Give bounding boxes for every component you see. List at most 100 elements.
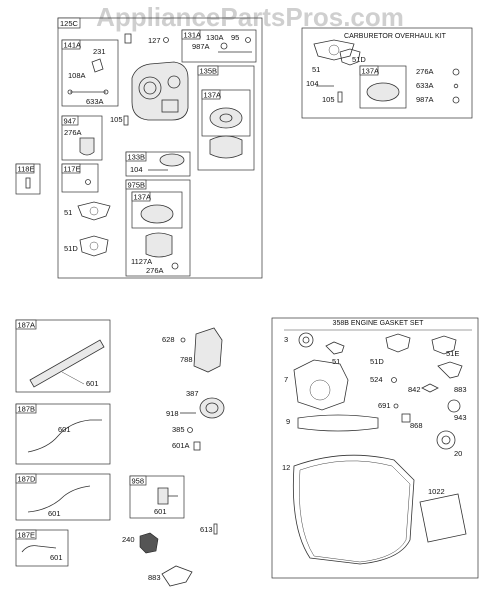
label-51D: 51D — [64, 244, 78, 253]
kit-tag-137A: 137A — [362, 67, 380, 76]
kit-label-633A: 633A — [416, 81, 434, 90]
label-601A: 601A — [172, 441, 190, 450]
label-633A: 633A — [86, 97, 104, 106]
float-part — [209, 107, 243, 129]
tag-137A-b: 137A — [134, 193, 152, 202]
tag-958: 958 — [132, 477, 145, 486]
label-385: 385 — [172, 425, 185, 434]
box-137A-975B — [131, 191, 183, 229]
gasket-1022-part — [419, 493, 467, 543]
valve-958-part — [157, 487, 169, 505]
box-187A — [15, 319, 111, 393]
gasket-label-868: 868 — [410, 421, 423, 430]
tag-187B: 187B — [18, 405, 36, 414]
tag-187E: 187E — [18, 531, 36, 540]
gasket-label-883: 883 — [454, 385, 467, 394]
breather-tubes: 187A 601 187B 601 187D 601 187E 601 — [15, 319, 111, 567]
kit-box-137A — [359, 65, 407, 109]
breather-parts: 628 788 387 918 385 601A 958 601 613 240… — [122, 327, 225, 587]
label-613: 613 — [200, 525, 213, 534]
kit-label-276A: 276A — [416, 67, 434, 76]
gasket-51D-part — [79, 235, 109, 257]
box-947 — [61, 115, 103, 161]
gasket-51E-part — [431, 335, 457, 355]
box-133B — [125, 151, 191, 177]
label-231: 231 — [93, 47, 106, 56]
tag-975B: 975B — [128, 181, 146, 190]
fuel-filter-240-part — [139, 532, 159, 554]
box-958 — [129, 475, 185, 519]
gasket-label-842: 842 — [408, 385, 421, 394]
tag-118E: 118E — [18, 165, 35, 174]
gasket-label-51E: 51E — [446, 349, 459, 358]
box-141A — [61, 39, 119, 107]
tag-135B: 135B — [200, 67, 218, 76]
gasket-label-524: 524 — [370, 375, 383, 384]
gasket-label-51D: 51D — [370, 357, 384, 366]
float-bowl-part — [209, 135, 243, 159]
label-987A: 987A — [192, 42, 210, 51]
label-601-c: 601 — [48, 509, 61, 518]
label-918: 918 — [166, 409, 179, 418]
label-127: 127 — [148, 36, 161, 45]
float-part-975B — [140, 204, 174, 224]
tag-125C-label: 125C — [60, 19, 79, 28]
overhaul-kit-frame — [301, 27, 473, 119]
box-187E — [15, 529, 69, 567]
kit-label-105: 105 — [322, 95, 335, 104]
carburetor-body-part — [131, 61, 189, 121]
bracket-788-part — [193, 327, 223, 373]
label-883: 883 — [148, 573, 161, 582]
gasket-label-51: 51 — [332, 357, 340, 366]
tag-187A: 187A — [18, 321, 36, 330]
gasket-label-1022: 1022 — [428, 487, 445, 496]
label-108A: 108A — [68, 71, 86, 80]
engine-gasket-set: 358B ENGINE GASKET SET 3 51 51D 51E 7 52… — [271, 317, 479, 579]
tag-137A-a: 137A — [204, 91, 222, 100]
seal-20-part — [436, 430, 456, 450]
seal-3-part — [298, 332, 314, 348]
gasket-label-3: 3 — [284, 335, 288, 344]
label-1127A: 1127A — [131, 257, 152, 266]
kit-label-51: 51 — [312, 65, 320, 74]
tag-141A: 141A — [64, 41, 82, 50]
carburetor-group: 125C 141A 231 108A 633A 127 131A 130A 98… — [57, 17, 263, 279]
tag-133B: 133B — [128, 153, 146, 162]
bowl-part-133B — [159, 153, 185, 167]
gasket-label-9: 9 — [286, 417, 290, 426]
watermark: AppliancePartsPros.com — [96, 2, 404, 32]
box-187B — [15, 403, 111, 465]
tag-125C — [57, 17, 81, 29]
tube-187E-part — [21, 545, 57, 553]
choke-lever-part — [91, 58, 104, 73]
label-601-d: 601 — [50, 553, 63, 562]
box-135B — [197, 65, 255, 171]
tag-947: 947 — [64, 117, 77, 126]
gasket-51D-set-part — [385, 333, 411, 353]
label-130A: 130A — [206, 33, 224, 42]
solenoid-part — [79, 137, 95, 156]
bowl-part-975B — [145, 232, 173, 258]
box-975B — [125, 179, 191, 277]
label-601-e: 601 — [154, 507, 167, 516]
box-187D — [15, 473, 111, 521]
gasket-label-7: 7 — [284, 375, 288, 384]
tube-187B-part — [27, 419, 102, 453]
label-51: 51 — [64, 208, 72, 217]
gasket-label-12: 12 — [282, 463, 290, 472]
head-gasket-7-part — [293, 359, 349, 411]
box-131A — [181, 29, 257, 63]
tag-131A: 131A — [184, 31, 202, 40]
screw-part-top — [124, 33, 132, 44]
tube-187D-part — [27, 485, 91, 513]
label-95: 95 — [231, 33, 239, 42]
label-276A-b: 276A — [146, 266, 164, 275]
overhaul-kit-title: CARBURETOR OVERHAUL KIT — [344, 33, 447, 40]
gasket-label-20: 20 — [454, 449, 462, 458]
label-601-b: 601 — [58, 425, 71, 434]
label-601-a: 601 — [86, 379, 99, 388]
tube-187A-part — [29, 339, 105, 388]
tag-187D: 187D — [18, 475, 37, 484]
gasket-set-title: 358B ENGINE GASKET SET — [333, 320, 425, 327]
gasket-883-part — [161, 565, 193, 587]
